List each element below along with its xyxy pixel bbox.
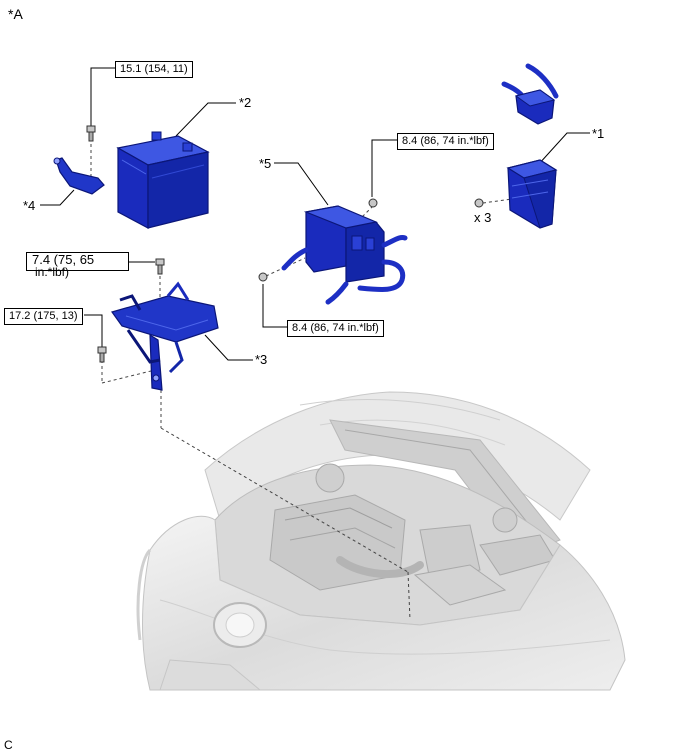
torque-spec-tray-top-bolt: 7.4 (75, 65 — [26, 252, 129, 271]
relay-block-part — [281, 205, 408, 305]
battery-part — [116, 131, 210, 229]
footer-code: C — [4, 738, 13, 752]
callout-3: *3 — [255, 352, 268, 367]
leader-lines — [40, 67, 590, 361]
callout-5: *5 — [259, 156, 272, 171]
ecu-part — [506, 159, 558, 229]
torque-spec-relay-bolt: 8.4 (86, 74 in.*lbf) — [287, 320, 384, 337]
torque-spec-tray-top-bolt-line2: in.*lbf) — [35, 265, 70, 279]
callout-1: *1 — [592, 126, 605, 141]
battery-tray-part — [111, 281, 219, 391]
hold-down-bracket-part — [53, 157, 105, 195]
torque-spec-tray-side-bolt: 17.2 (175, 13) — [4, 308, 83, 325]
view-label: *A — [8, 6, 23, 22]
vehicle-engine-bay-illustration — [136, 391, 626, 691]
torque-line-1: 7.4 (75, 65 — [32, 252, 95, 267]
callout-4: *4 — [23, 198, 36, 213]
bolts — [86, 125, 484, 363]
ecu-connector-part — [501, 63, 559, 125]
bolt-quantity: x 3 — [474, 210, 492, 225]
torque-spec-ecu-bolt: 8.4 (86, 74 in.*lbf) — [397, 133, 494, 150]
torque-spec-bracket-bolt: 15.1 (154, 11) — [115, 61, 193, 78]
callout-2: *2 — [239, 95, 252, 110]
